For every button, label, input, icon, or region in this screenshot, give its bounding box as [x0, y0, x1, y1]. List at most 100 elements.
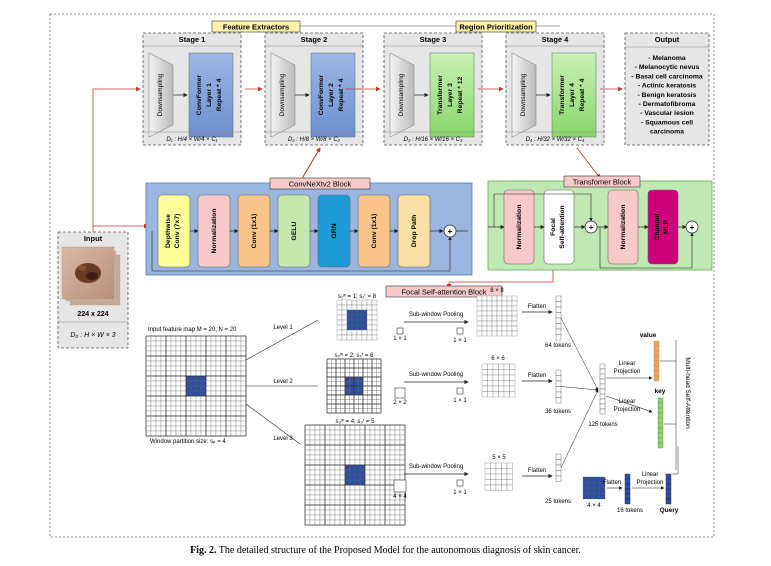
- input-dim-label: D₀ : H × W × 3: [70, 332, 115, 339]
- query-label: Query: [660, 507, 679, 514]
- downsampling-block: [389, 52, 415, 138]
- value-label: value: [640, 332, 657, 339]
- layer-label: ConvFormer: [196, 74, 203, 115]
- level-1-grid: [336, 299, 378, 341]
- convnext-layer-label: Conv (1x1): [371, 214, 378, 249]
- layer-label: Repeat * 4: [216, 78, 223, 111]
- linear-projection-label: Linear: [619, 399, 636, 405]
- key-label: key: [655, 388, 666, 395]
- token-count-label: 64 tokens: [545, 343, 571, 349]
- transformer-layer-label: Self-attention: [559, 205, 566, 248]
- level-params: s₁ʷ = 1; s₁ʳ = 8: [338, 293, 377, 300]
- sub-window-pooling-label: Sub-window Pooling: [409, 372, 463, 378]
- key-projection-arrow: [605, 395, 653, 413]
- transformer-title: Transfomer Block: [573, 178, 632, 187]
- stage-dim-label: D₄ : H/32 × W/32 × C₄: [526, 137, 585, 143]
- flatten-label: Flatten: [603, 480, 621, 486]
- token-column: [555, 295, 562, 341]
- output-class-item: - Actinic keratosis: [638, 83, 697, 90]
- level-2-grid: [326, 358, 382, 414]
- pooled-grid-level-1: [476, 295, 518, 337]
- convnext-layer-label: GELU: [291, 221, 298, 240]
- pool-output-window: [456, 387, 464, 395]
- output-class-item: carcinoma: [650, 129, 684, 136]
- downsampling-block: [270, 52, 296, 138]
- transformer-layer-label: Normalization: [516, 205, 523, 250]
- layer-label: Layer 3: [447, 83, 454, 107]
- merge-arrow: [560, 386, 599, 392]
- linear-projection-label: Projection: [614, 407, 641, 413]
- stage-dim-label: D₁ : H/4 × W/4 × C₁: [166, 137, 217, 143]
- output-title: Output: [655, 35, 680, 44]
- pooled-grid-level-3: [484, 462, 513, 491]
- pool-input-window: [396, 327, 404, 335]
- transformer-layer-label: Focal: [550, 218, 557, 236]
- query-token-column: [624, 473, 631, 505]
- input-size-label: 224 x 224: [77, 311, 108, 318]
- pool-input-size: 4 × 4: [393, 494, 407, 500]
- pool-input-window: [394, 387, 406, 399]
- input-title: Input: [84, 234, 103, 243]
- layer-label: Layer 4: [569, 83, 576, 107]
- layer-label: Layer 1: [206, 83, 213, 107]
- pool-output-window: [456, 479, 464, 487]
- residual-add-symbol: +: [690, 223, 695, 232]
- total-tokens-label: 125 tokens: [588, 422, 617, 428]
- stage-title: Stage 4: [542, 35, 570, 44]
- token-column: [555, 453, 562, 482]
- stage-dim-label: D₃ : H/16 × W/16 × C₃: [404, 137, 463, 143]
- layer-label: Repeat * 4: [579, 78, 586, 111]
- sub-window-pooling-label: Sub-window Pooling: [409, 464, 463, 470]
- figure-caption: Fig. 2. The detailed structure of the Pr…: [190, 545, 581, 556]
- flatten-label: Flatten: [528, 304, 546, 310]
- output-class-item: - Basal cell carcinoma: [631, 73, 703, 80]
- layer-label: ConvFormer: [318, 74, 325, 115]
- level-label: Level 3: [273, 436, 293, 442]
- input-feature-map-grid: [145, 335, 247, 437]
- token-count-label: 36 tokens: [545, 409, 571, 415]
- svg-text:Feature Extractors: Feature Extractors: [223, 23, 289, 32]
- sub-window-pooling-label: Sub-window Pooling: [409, 312, 463, 318]
- merged-token-column: [599, 363, 606, 415]
- transformer-layer-label: Normalization: [620, 205, 627, 250]
- flatten-label: Flatten: [528, 468, 546, 474]
- pool-output-size: 1 × 1: [453, 338, 467, 344]
- convnext-layer-label: Depthwise: [165, 214, 172, 248]
- pooled-grid-size: 6 × 6: [491, 356, 505, 362]
- level-params: s₂ʷ = 2; s₂ʳ = 6: [335, 352, 374, 359]
- linear-projection-label: Linear: [619, 361, 636, 367]
- stage-title: Stage 1: [179, 35, 206, 44]
- merge-arrow: [560, 317, 599, 391]
- level-params: s₃ʷ = 4; s₃ʳ = 5: [336, 418, 376, 425]
- downsampling-label: Downsampling: [520, 73, 527, 116]
- pool-input-size: 2 × 2: [393, 400, 407, 406]
- mhsa-label: Multi-head Self-Attention: [684, 357, 691, 429]
- level-label: Level 1: [273, 325, 293, 331]
- convnext-layer-label: Normalization: [211, 209, 218, 254]
- focal-title: Focal Self-attention Block: [401, 288, 486, 297]
- downsampling-label: Downsampling: [157, 73, 164, 116]
- flatten-label: Flatten: [528, 373, 546, 379]
- window-partition-label: Window partition size: sₚ = 4: [150, 439, 226, 445]
- downsampling-block: [511, 52, 537, 138]
- pooled-grid-level-2: [481, 363, 516, 398]
- query-tokens-label: 16 tokens: [617, 508, 643, 514]
- output-class-item: - Vascular lesion: [640, 110, 694, 117]
- svg-text:Region Prioritization: Region Prioritization: [459, 23, 533, 32]
- query-window-grid: [582, 476, 606, 500]
- linear-projection-label: Linear: [642, 472, 659, 478]
- pool-output-size: 1 × 1: [453, 490, 467, 496]
- downsampling-block: [148, 52, 174, 138]
- downsampling-label: Downsampling: [398, 73, 405, 116]
- level-connector: [245, 403, 301, 445]
- output-box: Output - Melanoma- Melanocytic nevus- Ba…: [624, 32, 710, 146]
- downsampling-label: Downsampling: [279, 73, 286, 116]
- stage-dim-label: D₂ : H/8 × W/8 × C₂: [288, 137, 341, 143]
- level-connector: [245, 319, 319, 361]
- output-class-item: - Melanocytic nevus: [635, 64, 700, 71]
- linear-projection-label: Projection: [637, 480, 664, 486]
